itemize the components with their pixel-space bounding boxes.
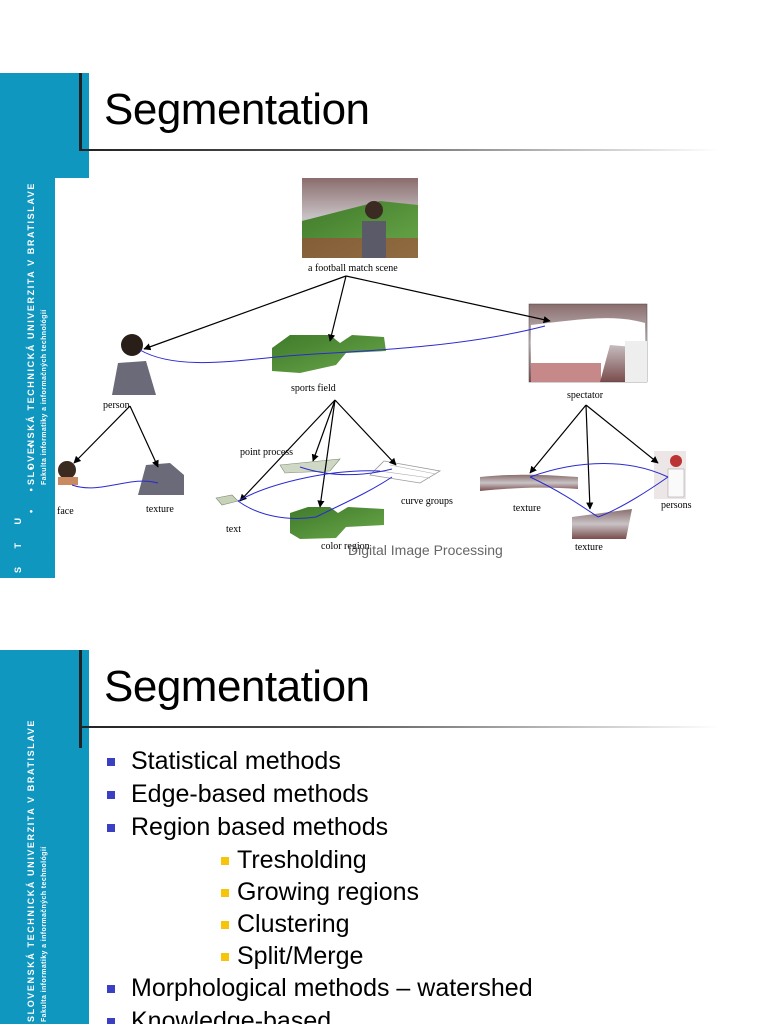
bullet-text: Edge-based methods	[131, 780, 369, 808]
bullet-square-icon	[107, 758, 115, 766]
title-vertical-rule	[79, 650, 82, 748]
slide-title: Segmentation	[104, 85, 370, 134]
university-sidebar: SLOVENSKÁ TECHNICKÁ UNIVERZITA V BRATISL…	[0, 650, 89, 1024]
label-face: face	[57, 506, 74, 517]
sub-bullet-item: Clustering	[104, 908, 533, 940]
label-text: text	[226, 524, 241, 535]
tree-edges	[73, 275, 659, 510]
person-texture-image	[138, 463, 184, 495]
sub-bullet-item: Growing regions	[104, 876, 533, 908]
bullet-text: Growing regions	[237, 878, 420, 906]
spectator-texture-image	[480, 474, 578, 491]
university-name: SLOVENSKÁ TECHNICKÁ UNIVERZITA V BRATISL…	[26, 719, 36, 1022]
color-region-image	[290, 507, 384, 539]
bullet-text: Morphological methods – watershed	[131, 974, 533, 1002]
label-point-process: point process	[240, 447, 293, 458]
bullet-list: Statistical methods Edge-based methods R…	[104, 745, 533, 1024]
scene-graph-diagram: a football match scene person sports fie…	[57, 178, 692, 558]
slide-1: SLOVENSKÁ TECHNICKÁ UNIVERZITA V BRATISL…	[0, 73, 768, 578]
bullet-text: Tresholding	[237, 846, 367, 874]
sidebar-notch	[55, 178, 89, 578]
bullet-text: Region based methods	[131, 813, 389, 841]
bullet-square-icon	[107, 824, 115, 832]
label-persons: persons	[661, 500, 692, 511]
label-scene: a football match scene	[308, 263, 398, 274]
relation-edges	[71, 325, 669, 519]
spectator-image	[528, 303, 648, 383]
bullet-text: Statistical methods	[131, 747, 341, 775]
title-rule	[79, 149, 719, 151]
point-process-image	[279, 458, 341, 474]
sub-bullet-square-icon	[221, 889, 229, 897]
person-image	[112, 334, 156, 395]
curve-groups-image	[369, 460, 442, 484]
persons-image	[654, 451, 686, 499]
label-person: person	[103, 400, 130, 411]
text-image	[215, 494, 239, 506]
texture-bottom-image	[572, 509, 632, 539]
bullet-item: Region based methods	[104, 811, 533, 844]
slide-title: Segmentation	[104, 662, 370, 711]
bullet-square-icon	[107, 985, 115, 993]
sports-field-image	[272, 335, 386, 373]
label-color-region: color region	[321, 541, 370, 552]
faculty-name: Fakulta informatiky a informačných techn…	[41, 846, 48, 1022]
title-vertical-rule	[79, 73, 82, 151]
label-sports-field: sports field	[291, 383, 336, 394]
bullet-square-icon	[107, 1018, 115, 1024]
label-texture-person: texture	[146, 504, 174, 515]
scene-image	[302, 178, 418, 258]
sub-bullet-square-icon	[221, 953, 229, 961]
sub-bullet-item: Tresholding	[104, 844, 533, 876]
bullet-item: Statistical methods	[104, 745, 533, 778]
title-rule	[79, 726, 719, 728]
bullet-text: Knowledge-based	[131, 1007, 332, 1024]
university-sidebar: SLOVENSKÁ TECHNICKÁ UNIVERZITA V BRATISL…	[0, 73, 89, 578]
label-spectator: spectator	[567, 390, 604, 401]
label-curve-groups: curve groups	[401, 496, 453, 507]
sub-bullet-item: Split/Merge	[104, 940, 533, 972]
bullet-item: Morphological methods – watershed	[104, 972, 533, 1005]
label-texture-spectator: texture	[513, 503, 541, 514]
bullet-item: Edge-based methods	[104, 778, 533, 811]
sub-bullet-square-icon	[221, 921, 229, 929]
bullet-item: Knowledge-based	[104, 1005, 533, 1024]
bullet-square-icon	[107, 791, 115, 799]
face-image	[58, 461, 78, 485]
sub-bullet-square-icon	[221, 857, 229, 865]
slide-2: SLOVENSKÁ TECHNICKÁ UNIVERZITA V BRATISL…	[0, 650, 768, 1024]
label-texture-bottom: texture	[575, 542, 603, 553]
bullet-text: Split/Merge	[237, 942, 364, 970]
bullet-text: Clustering	[237, 910, 350, 938]
slide-footer: Digital Image Processing	[348, 542, 503, 558]
